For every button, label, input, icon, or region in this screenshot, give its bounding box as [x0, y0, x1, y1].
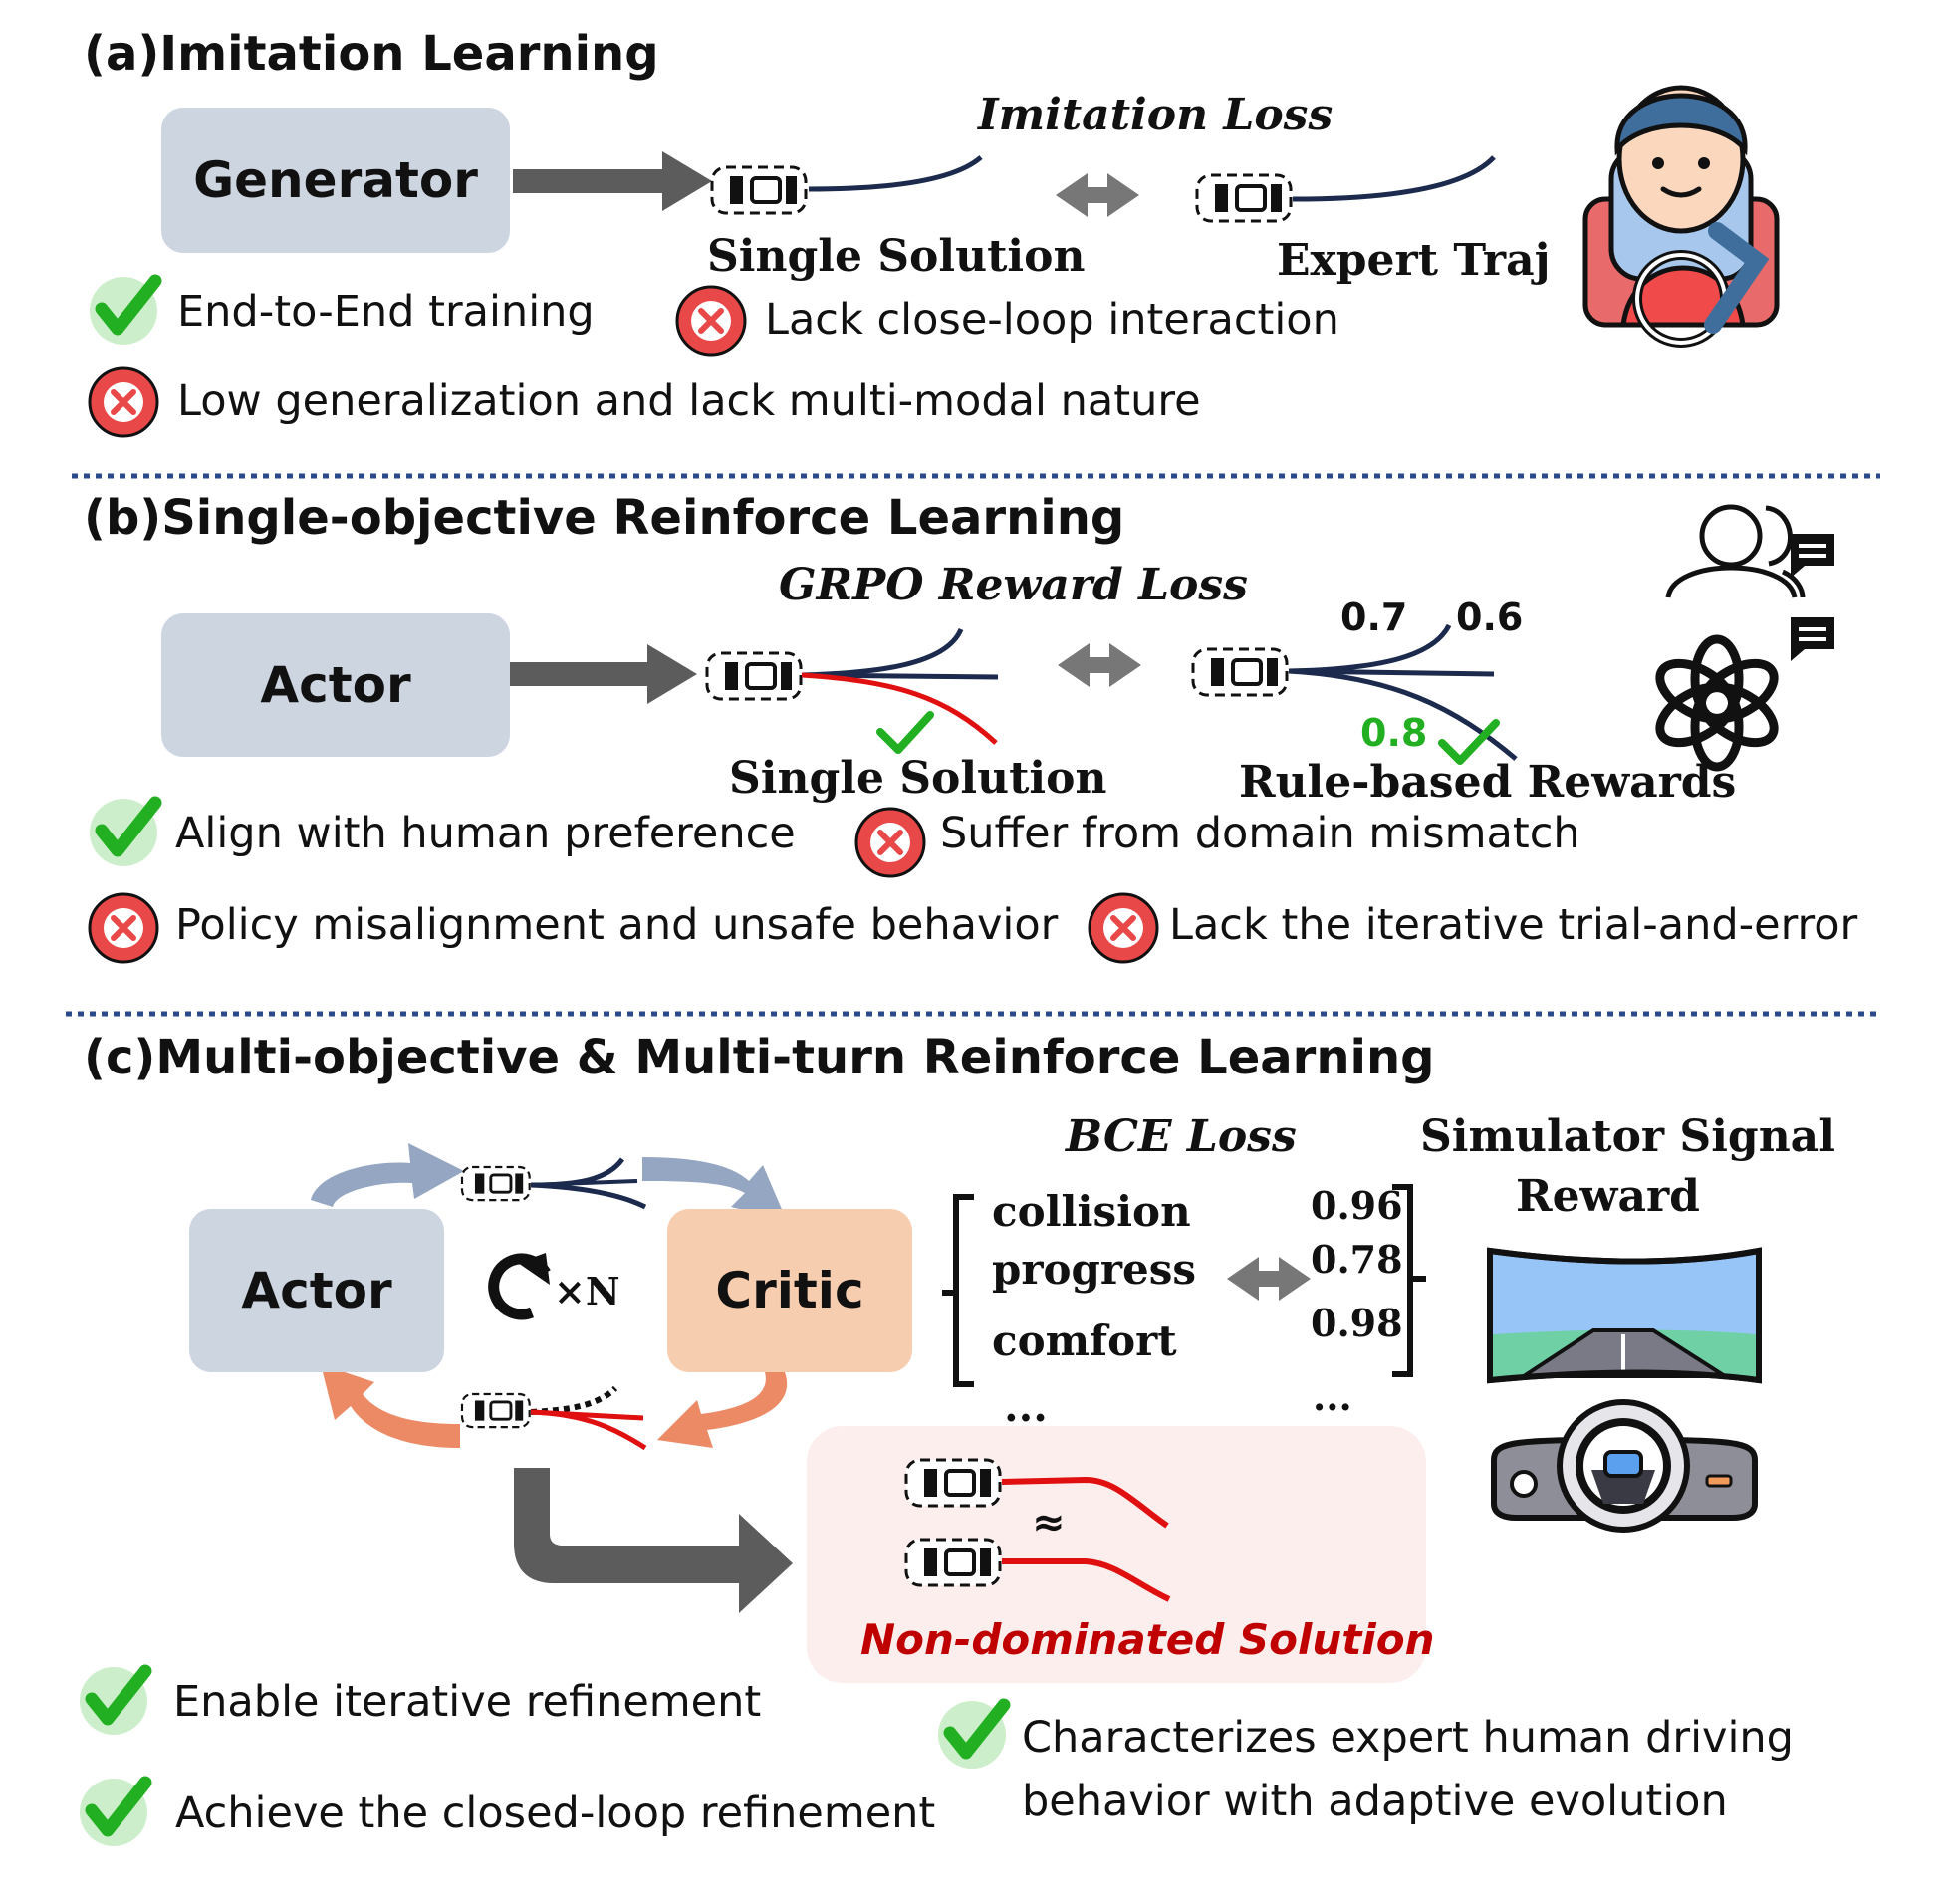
con-generalization: Low generalization and lack multi-modal … [177, 376, 1201, 426]
single-solution-trajectory [808, 155, 983, 192]
non-dominated-label: Non-dominated Solution [860, 1615, 1435, 1664]
pro-end-to-end: End-to-End training [177, 287, 595, 337]
metric-ellipsis: ... [1004, 1382, 1048, 1431]
rule-trajectory-lower [1288, 668, 1518, 761]
value-ellipsis: ... [1313, 1374, 1352, 1419]
actor-to-traj-arrow [311, 1143, 464, 1207]
value-comfort: 0.98 [1311, 1301, 1403, 1345]
car-icon [904, 1538, 1002, 1587]
traj-to-critic-arrow [642, 1157, 787, 1221]
trajectory-red [801, 672, 998, 745]
simulator-reward-label: Reward [1516, 1171, 1700, 1222]
refresh-icon [488, 1253, 551, 1320]
chat-bubble-icon [1791, 534, 1834, 578]
generator-arrow [513, 151, 712, 211]
check-mark-small [1438, 719, 1500, 765]
generator-box: Generator [161, 108, 510, 253]
grpo-loss-label: GRPO Reward Loss [779, 560, 1248, 610]
expert-traj-label: Expert Traj [1277, 235, 1551, 286]
panel-b-title: (b)Single-objective Reinforce Learning [84, 490, 1125, 546]
simulator-screen-icon [1487, 1247, 1762, 1384]
nd-trajectory-1-top [1001, 1476, 1169, 1529]
metric-comfort: comfort [992, 1316, 1177, 1365]
value-progress: 0.78 [1311, 1237, 1403, 1282]
pro-expert-behavior-line2: behavior with adaptive evolution [1022, 1777, 1728, 1826]
panel-a-title: (a)Imitation Learning [84, 26, 659, 82]
users-icon [1665, 504, 1806, 598]
single-solution-label-b: Single Solution [729, 753, 1107, 804]
single-solution-label-a: Single Solution [707, 231, 1086, 282]
refined-trajectory-dotted [530, 1385, 618, 1415]
left-bracket [942, 1194, 974, 1387]
con-trial-and-error: Lack the iterative trial-and-error [1169, 900, 1858, 950]
con-policy-misalignment: Policy misalignment and unsafe behavior [175, 900, 1059, 950]
critic-box: Critic [667, 1209, 912, 1372]
check-mark-small [876, 711, 934, 754]
refined-trajectory-red-2 [530, 1409, 647, 1451]
actor-box-c: Actor [189, 1209, 444, 1372]
driver-icon [1582, 85, 1780, 348]
candidate-trajectory-3 [530, 1179, 638, 1187]
right-bracket [1392, 1184, 1426, 1377]
panel-c-title: (c)Multi-objective & Multi-turn Reinforc… [84, 1030, 1435, 1085]
openai-logo-icon [1655, 634, 1779, 772]
critic-to-traj-arrow [657, 1372, 788, 1448]
nd-trajectory-2-top [1002, 1558, 1171, 1602]
traj-to-actor-arrow [321, 1364, 460, 1448]
approx-symbol: ≈ [1032, 1500, 1066, 1546]
bce-loss-label: BCE Loss [1066, 1111, 1297, 1162]
expert-trajectory [1292, 155, 1496, 202]
double-arrow-a [1056, 173, 1139, 217]
con-domain-mismatch: Suffer from domain mismatch [940, 809, 1580, 858]
actor-arrow-b [495, 644, 697, 704]
double-arrow-c [1227, 1257, 1311, 1301]
imitation-loss-label: Imitation Loss [978, 90, 1334, 140]
steering-dashboard-icon [1491, 1399, 1758, 1533]
pro-expert-behavior-line1: Characterizes expert human driving [1022, 1713, 1794, 1763]
actor-box-b: Actor [161, 613, 510, 757]
loop-count-label: ×N [554, 1269, 620, 1313]
pro-iterative-refinement: Enable iterative refinement [173, 1677, 762, 1727]
car-icon [904, 1458, 1002, 1508]
reward-value-2: 0.6 [1456, 595, 1524, 639]
simulator-signal-label: Simulator Signal [1420, 1111, 1835, 1162]
output-arrow [514, 1468, 793, 1613]
pro-human-preference: Align with human preference [175, 809, 796, 858]
metric-collision: collision [992, 1187, 1191, 1236]
pro-closed-loop: Achieve the closed-loop refinement [175, 1788, 936, 1838]
metric-progress: progress [992, 1245, 1197, 1294]
reward-value-3: 0.8 [1360, 711, 1428, 755]
chat-bubble-icon [1791, 617, 1834, 661]
reward-value-1: 0.7 [1340, 595, 1408, 639]
double-arrow-b [1058, 643, 1141, 687]
rule-rewards-label: Rule-based Rewards [1239, 757, 1737, 808]
con-close-loop: Lack close-loop interaction [765, 295, 1339, 345]
value-collision: 0.96 [1311, 1183, 1403, 1228]
